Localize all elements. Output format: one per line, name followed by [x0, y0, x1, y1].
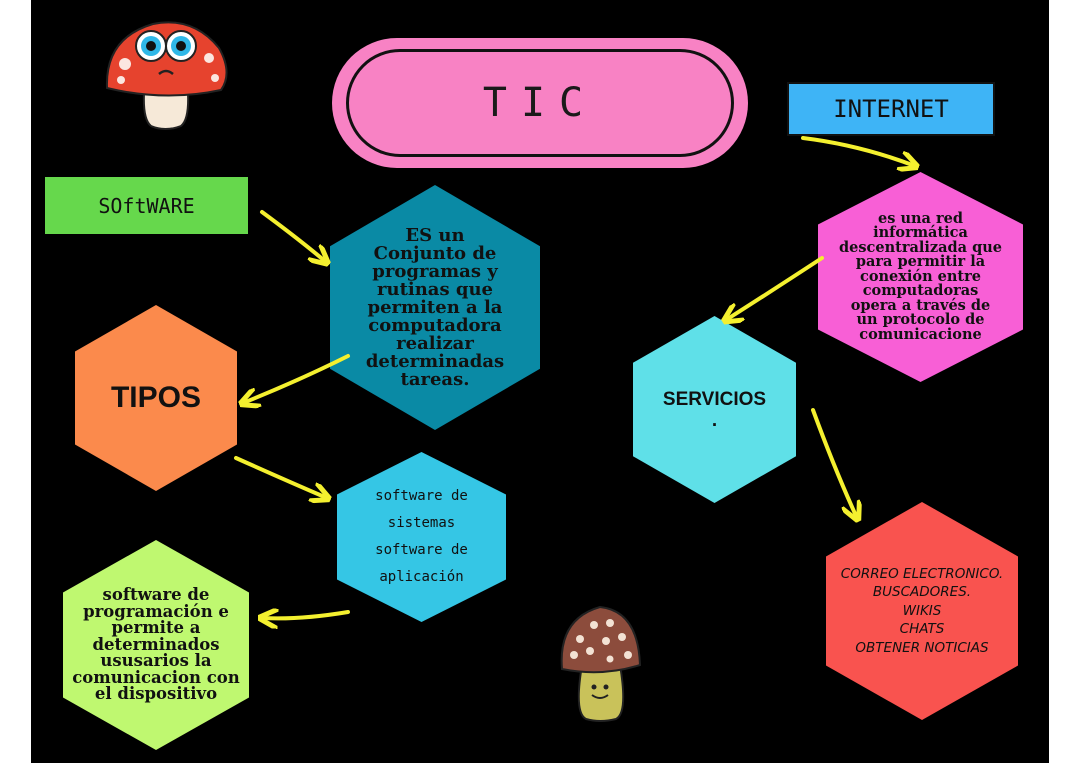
tipos-item-line: aplicación: [379, 569, 464, 585]
servicio-item: CORREO ELECTRONICO.: [840, 565, 1004, 582]
tipos-hexagon: TIPOS: [75, 305, 237, 491]
programacion-hexagon: software de programación e permite a det…: [63, 540, 249, 750]
servicio-item: BUSCADORES.: [872, 584, 972, 601]
software-definition-text: ES un Conjunto de programas y rutinas qu…: [365, 224, 505, 390]
title-pill: TIC: [332, 38, 748, 168]
tipos-item-line: software de: [375, 542, 468, 558]
tipos-item-line: software de: [375, 488, 468, 504]
internet-definition-text: es una red informática descentralizada q…: [839, 209, 1002, 343]
title-text: TIC: [346, 49, 734, 157]
servicios-hexagon: SERVICIOS .: [633, 316, 796, 503]
servicios-list: CORREO ELECTRONICO. BUSCADORES. WIKIS CH…: [841, 565, 1003, 658]
tipos-text: TIPOS: [110, 381, 201, 414]
mushroom-red-icon: [105, 21, 228, 130]
servicios-dot: .: [711, 410, 718, 431]
servicio-item: WIKIS: [902, 602, 942, 619]
tipos-item-line: sistemas: [387, 515, 456, 531]
internet-box: INTERNET: [787, 82, 995, 136]
servicios-text: SERVICIOS: [662, 389, 767, 410]
servicio-item: CHATS: [899, 621, 945, 638]
mushroom-brown-icon: [560, 605, 642, 722]
internet-definition-hexagon: es una red informática descentralizada q…: [818, 172, 1023, 382]
programacion-text: software de programación e permite a det…: [72, 585, 240, 704]
software-box: SOftWARE: [45, 177, 248, 234]
servicio-item: OBTENER NOTICIAS: [855, 639, 989, 656]
